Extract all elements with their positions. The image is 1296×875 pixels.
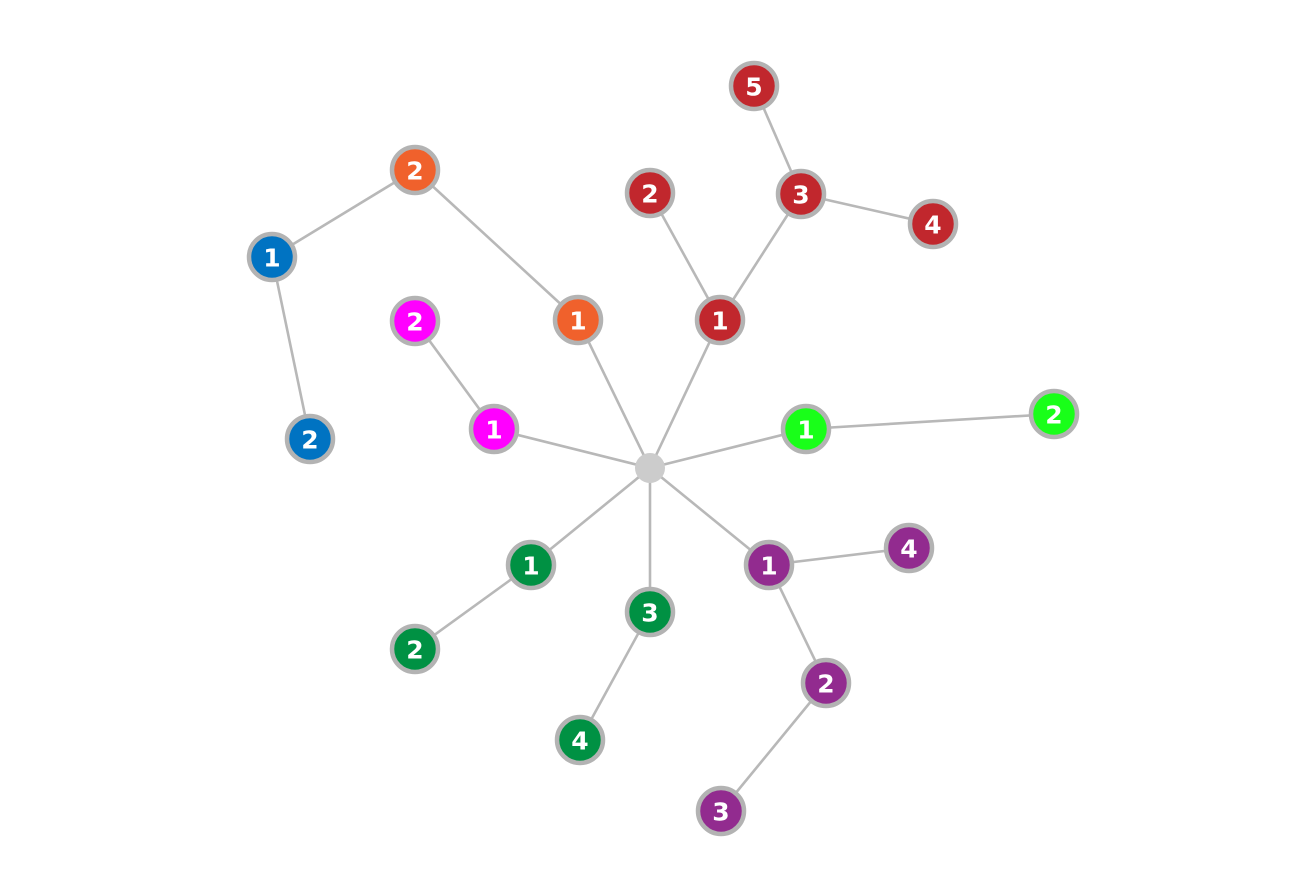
node-circle bbox=[728, 60, 780, 112]
node-label: 2 bbox=[301, 426, 318, 455]
node-magenta-2: 2 bbox=[389, 295, 441, 347]
node-orange-1: 1 bbox=[552, 294, 604, 346]
node-circle bbox=[389, 623, 441, 675]
node-label: 4 bbox=[900, 535, 917, 564]
node-dark-green-1: 1 bbox=[505, 539, 557, 591]
node-label: 1 bbox=[797, 416, 814, 445]
node-red-2: 2 bbox=[624, 167, 676, 219]
node-label: 1 bbox=[760, 552, 777, 581]
node-label: 1 bbox=[711, 307, 728, 336]
node-circle bbox=[554, 714, 606, 766]
node-circle bbox=[284, 413, 336, 465]
node-circle bbox=[624, 586, 676, 638]
node-dark-green-4: 4 bbox=[554, 714, 606, 766]
node-purple-1: 1 bbox=[743, 539, 795, 591]
node-purple-3: 3 bbox=[695, 785, 747, 837]
node-blue-2: 2 bbox=[284, 413, 336, 465]
node-orange-2: 2 bbox=[389, 144, 441, 196]
node-circle bbox=[624, 167, 676, 219]
node-circle bbox=[883, 522, 935, 574]
node-circle bbox=[780, 403, 832, 455]
node-label: 1 bbox=[485, 416, 502, 445]
node-label: 4 bbox=[571, 727, 588, 756]
node-label: 3 bbox=[792, 181, 809, 210]
node-circle bbox=[389, 144, 441, 196]
node-red-3: 3 bbox=[775, 168, 827, 220]
edge-blue-1-blue-2 bbox=[270, 256, 312, 440]
edge-root-green-1 bbox=[649, 427, 807, 470]
node-purple-4: 4 bbox=[883, 522, 935, 574]
node-purple-2: 2 bbox=[800, 657, 852, 709]
node-circle bbox=[694, 294, 746, 346]
node-circle bbox=[800, 657, 852, 709]
edge-root-red-1 bbox=[648, 319, 722, 469]
node-red-1: 1 bbox=[694, 294, 746, 346]
node-root bbox=[635, 453, 665, 483]
node-red-4: 4 bbox=[907, 198, 959, 250]
edge-root-magenta-1 bbox=[493, 427, 651, 470]
edge-orange-1-orange-2 bbox=[414, 169, 579, 321]
node-label: 1 bbox=[522, 552, 539, 581]
node-label: 1 bbox=[569, 307, 586, 336]
node-magenta-1: 1 bbox=[468, 403, 520, 455]
node-label: 5 bbox=[745, 73, 762, 102]
node-circle bbox=[389, 295, 441, 347]
node-label: 2 bbox=[406, 636, 423, 665]
node-circle bbox=[743, 539, 795, 591]
node-circle bbox=[505, 539, 557, 591]
node-green-1: 1 bbox=[780, 403, 832, 455]
edge-purple-2-purple-3 bbox=[719, 682, 828, 812]
node-circle bbox=[695, 785, 747, 837]
node-circle bbox=[775, 168, 827, 220]
node-blue-1: 1 bbox=[246, 231, 298, 283]
node-circle bbox=[907, 198, 959, 250]
edge-root-orange-1 bbox=[576, 319, 652, 469]
node-circle bbox=[552, 294, 604, 346]
root-node-dot bbox=[635, 453, 665, 483]
node-label: 4 bbox=[924, 211, 941, 240]
node-green-2: 2 bbox=[1028, 388, 1080, 440]
node-circle bbox=[1028, 388, 1080, 440]
edge-green-1-green-2 bbox=[805, 412, 1055, 431]
node-label: 2 bbox=[641, 180, 658, 209]
node-label: 2 bbox=[406, 308, 423, 337]
node-dark-green-2: 2 bbox=[389, 623, 441, 675]
node-circle bbox=[246, 231, 298, 283]
node-circle bbox=[468, 403, 520, 455]
node-label: 2 bbox=[817, 670, 834, 699]
node-label: 2 bbox=[406, 157, 423, 186]
node-red-5: 5 bbox=[728, 60, 780, 112]
node-label: 2 bbox=[1045, 401, 1062, 430]
node-label: 1 bbox=[263, 244, 280, 273]
edge-root-dark-green-1 bbox=[530, 466, 651, 567]
node-label: 3 bbox=[712, 798, 729, 827]
edge-orange-2-blue-1 bbox=[271, 168, 416, 259]
node-dark-green-3: 3 bbox=[624, 586, 676, 638]
nodes-layer: 1 2 1 2 1 2 1 2 3 4 5 1 2 1 2 3 4 1 2 3 4 bbox=[246, 60, 1080, 837]
edge-root-purple-1 bbox=[649, 466, 770, 567]
node-label: 3 bbox=[641, 599, 658, 628]
